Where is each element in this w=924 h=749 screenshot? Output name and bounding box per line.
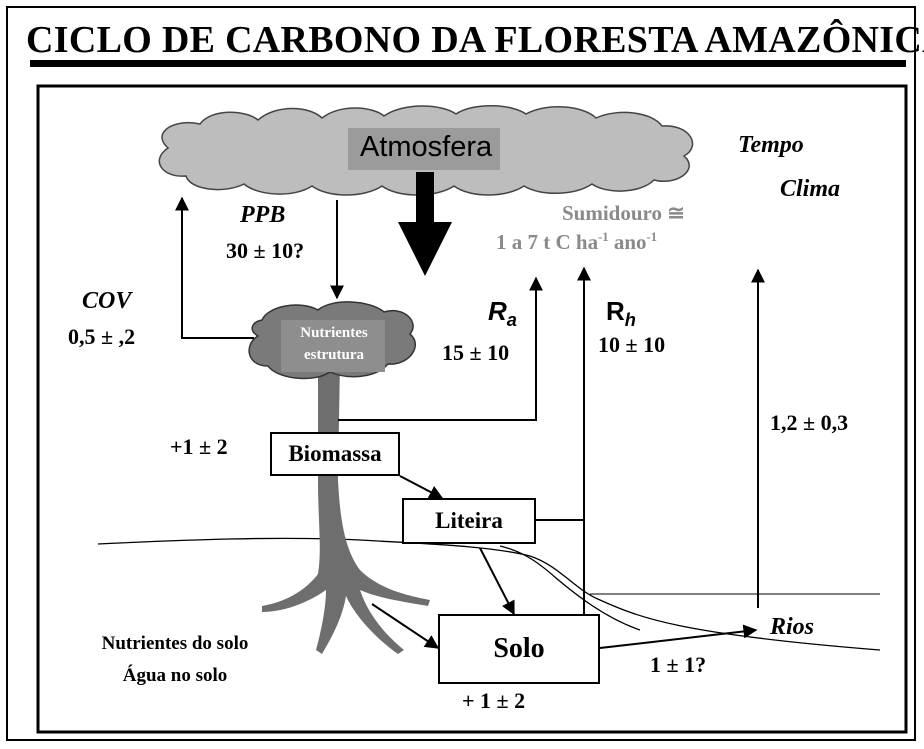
sink-label: Sumidouro ≅ — [562, 201, 685, 225]
cov-arrow — [175, 196, 254, 339]
roots-to-soil-arrow — [371, 603, 440, 649]
rivers-label: Rios — [770, 614, 815, 640]
page-title: CICLO DE CARBONO DA FLORESTA AMAZÔNICA — [26, 19, 924, 61]
cov-label: COV — [82, 288, 132, 314]
atmosphere-label: Atmosfera — [360, 131, 493, 163]
biomass-change: +1 ± 2 — [170, 434, 228, 459]
sink-value: 1 a 7 t C ha-1 ano-1 — [496, 230, 658, 254]
litter-to-soil-arrow — [479, 547, 515, 616]
soil-box: Solo — [438, 614, 600, 684]
soil-to-rivers-value: 1 ± 1? — [650, 652, 707, 677]
clima-label: Clima — [780, 176, 841, 202]
canopy-label-bg — [281, 320, 385, 372]
inner-panel-border — [36, 84, 908, 734]
diagram-frame — [6, 6, 916, 741]
ppb-label: PPB — [240, 202, 286, 228]
rivers-outgassing-value: 1,2 ± 0,3 — [770, 410, 849, 435]
ppb-value: 30 ± 10? — [226, 238, 305, 263]
soil-to-rivers-arrow — [599, 624, 758, 649]
soil-change: + 1 ± 2 — [462, 688, 526, 713]
atmosphere-label-bg — [348, 128, 500, 170]
soil-layer-line — [499, 545, 641, 631]
title-underline — [30, 60, 906, 67]
litter-box: Liteira — [402, 498, 536, 544]
tree-trunk — [262, 360, 430, 654]
ra-arrow — [338, 276, 543, 421]
biomass-to-litter-arrow — [399, 475, 444, 499]
ra-label: Ra — [488, 296, 517, 331]
rh-value: 10 ± 10 — [598, 332, 666, 357]
tempo-label: Tempo — [738, 132, 804, 158]
rh-label: Rh — [606, 296, 636, 331]
ra-value: 15 ± 10 — [442, 340, 510, 365]
biomass-box: Biomassa — [270, 432, 400, 476]
cov-value: 0,5 ± ,2 — [68, 324, 136, 349]
atmosphere-big-arrow — [398, 172, 452, 276]
